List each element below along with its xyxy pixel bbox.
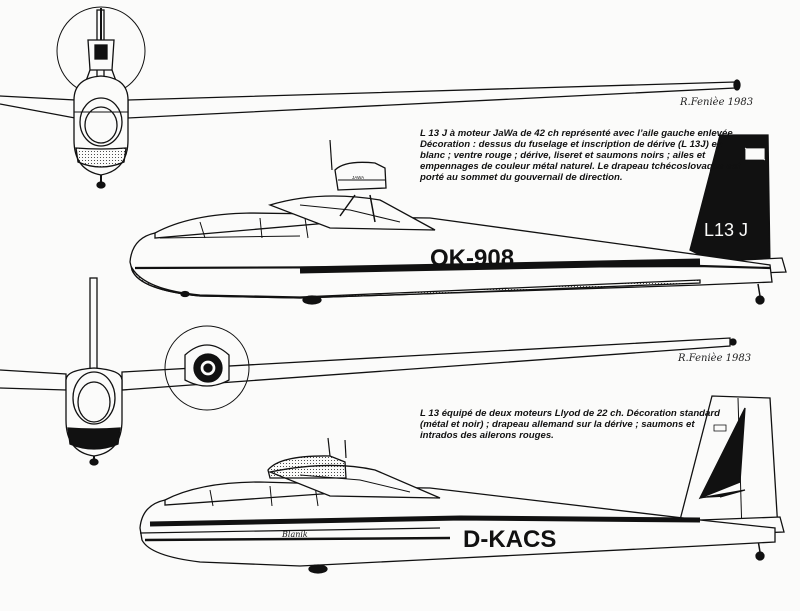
name-script-2: Blanik [281, 530, 308, 539]
front-view-2 [0, 277, 737, 466]
fin-marking-1: L13 J [704, 220, 748, 240]
fuselage-side-2 [139, 485, 776, 567]
engine-marking-1: JAWA [352, 175, 364, 180]
side-view-2 [139, 395, 785, 574]
registration-2: D-KACS [463, 526, 556, 553]
right-wing-front-1 [127, 81, 736, 119]
belly-side-1 [131, 265, 701, 299]
caption-1: L 13 J à moteur JaWa de 42 ch représenté… [420, 128, 741, 183]
propeller-disc-2 [164, 325, 250, 411]
artist-signature-2: R.Fenièe 1983 [678, 353, 752, 364]
front-view-1 [0, 6, 741, 189]
wingtip-1 [733, 79, 741, 91]
artist-signature-1: R.Fenièe 1983 [680, 97, 754, 108]
engine-pod-side-1 [334, 161, 387, 191]
canopy-front-1 [79, 97, 123, 147]
caption-2: L 13 équipé de deux moteurs Llyod de 22 … [420, 408, 720, 441]
side-view-1 [129, 134, 787, 305]
registration-1: OK-908 [430, 245, 514, 272]
engine-pod-side-2 [267, 455, 347, 479]
left-wing-front-1 [0, 95, 76, 119]
